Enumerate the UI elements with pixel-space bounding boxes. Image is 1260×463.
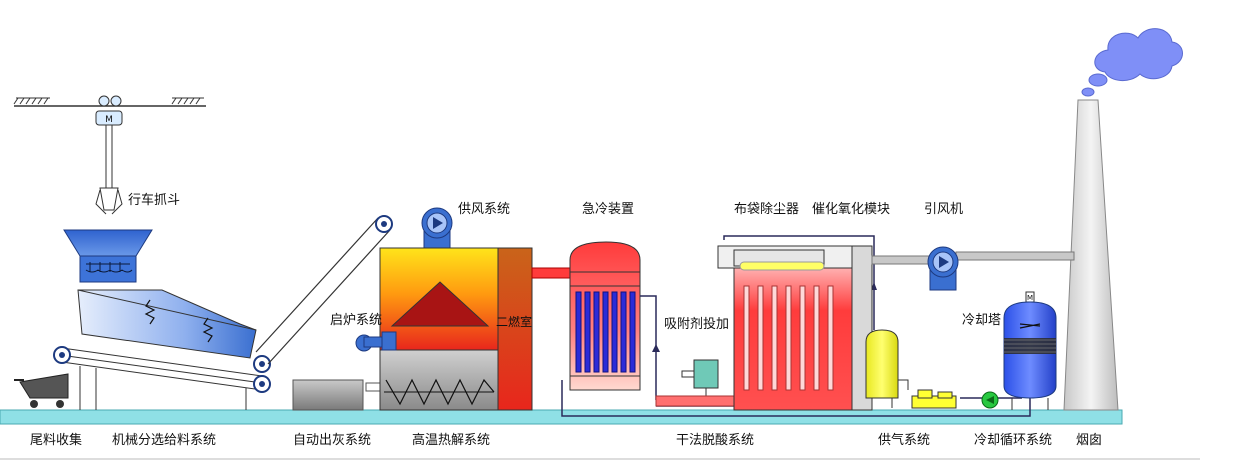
circulation-pump-icon bbox=[981, 391, 999, 409]
duct-to-quench bbox=[531, 267, 571, 279]
label-secondary-chamber: 二燃室 bbox=[496, 314, 532, 329]
bottom-label-row: 尾料收集 机械分选给料系统 自动出灰系统 高温热解系统 干法脱酸系统 供气系统 … bbox=[30, 432, 1102, 448]
bottom-label-sorting-feed: 机械分选给料系统 bbox=[112, 433, 216, 448]
feed-hopper bbox=[63, 229, 153, 283]
duct-to-fan bbox=[871, 255, 933, 265]
lower-conveyor bbox=[53, 346, 271, 410]
tank-motor-label: M bbox=[1027, 294, 1033, 302]
ash-discharge-box bbox=[292, 379, 381, 411]
cooling-tower: M bbox=[1003, 291, 1057, 410]
gas-compressor bbox=[898, 379, 957, 409]
label-ignition: 启炉系统 bbox=[330, 313, 382, 328]
label-catalytic: 催化氧化模块 bbox=[812, 202, 890, 217]
pyrolysis-furnace bbox=[379, 247, 499, 411]
bottom-label-chimney: 烟囱 bbox=[1076, 433, 1102, 448]
adsorbent-feeder bbox=[681, 359, 719, 406]
label-cooling-tower: 冷却塔 bbox=[962, 313, 1001, 328]
gas-tank bbox=[865, 329, 899, 408]
smoke-cloud-icon bbox=[1081, 28, 1183, 97]
tailing-cart bbox=[14, 373, 69, 408]
label-crane: 行车抓斗 bbox=[128, 192, 180, 208]
label-bag-filter: 布袋除尘器 bbox=[734, 202, 799, 217]
crane-motor-label: M bbox=[105, 115, 113, 125]
inclined-conveyor bbox=[255, 215, 393, 365]
bottom-label-pyrolysis: 高温热解系统 bbox=[412, 432, 490, 448]
vibrating-screen bbox=[77, 289, 257, 359]
bag-filter bbox=[717, 245, 853, 411]
bottom-label-ash-discharge: 自动出灰系统 bbox=[293, 433, 371, 448]
bottom-label-dry-deacid: 干法脱酸系统 bbox=[676, 433, 754, 448]
label-adsorbent: 吸附剂投加 bbox=[664, 316, 729, 332]
induced-draft-fan-icon bbox=[927, 246, 959, 291]
duct-to-filter bbox=[655, 395, 735, 407]
quench-tower bbox=[569, 241, 641, 391]
duct-to-chimney bbox=[955, 251, 1075, 261]
label-quench: 急冷装置 bbox=[582, 202, 634, 217]
ignition-burner-icon bbox=[355, 331, 397, 352]
bottom-label-tailing: 尾料收集 bbox=[30, 432, 82, 448]
base-platform bbox=[0, 409, 1200, 460]
label-air-supply: 供风系统 bbox=[458, 202, 510, 217]
bottom-label-cooling-circulation: 冷却循环系统 bbox=[974, 433, 1052, 448]
chimney bbox=[1063, 99, 1119, 411]
air-supply-fan-icon bbox=[421, 207, 453, 249]
crane-grab: M bbox=[13, 95, 206, 215]
flow-arrow-icon bbox=[652, 344, 660, 352]
label-induced-fan: 引风机 bbox=[924, 202, 963, 217]
secondary-combustion-chamber bbox=[497, 247, 533, 411]
bottom-label-gas-supply: 供气系统 bbox=[878, 432, 930, 448]
